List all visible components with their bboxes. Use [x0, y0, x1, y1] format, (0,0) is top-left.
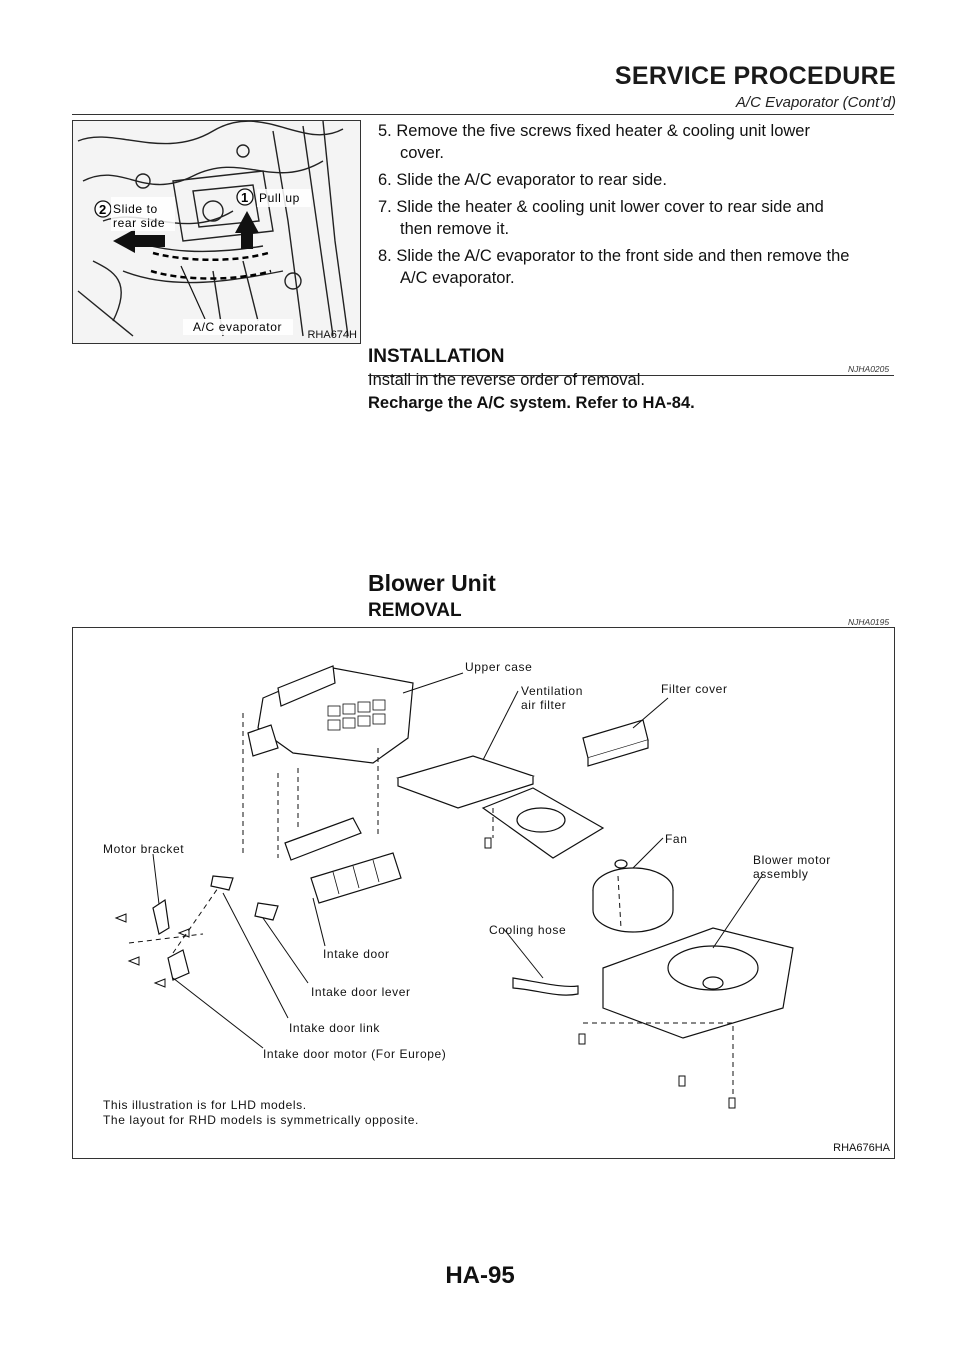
step-text: Slide the heater & cooling unit lower co…: [396, 198, 824, 216]
installation-ref: NJHA0205: [848, 364, 890, 374]
step-text-continued: then remove it.: [400, 220, 510, 238]
intake-door-label: Intake door: [323, 947, 390, 961]
figure-code: RHA674H: [307, 329, 357, 341]
blower-motor-label-1: Blower motor: [753, 853, 831, 867]
callout-1: 1: [241, 190, 248, 205]
blower-exploded-illustration: [114, 665, 794, 1109]
step-text: Remove the five screws fixed heater & co…: [396, 122, 810, 140]
step-number: 5.: [378, 122, 392, 140]
removal-ref: NJHA0195: [848, 617, 890, 627]
installation-divider: [368, 375, 894, 376]
page-section-title: SERVICE PROCEDURE: [614, 62, 896, 90]
step-number: 7.: [378, 198, 392, 216]
step-item: 6. Slide the A/C evaporator to rear side…: [378, 169, 898, 191]
header-divider: [72, 114, 894, 115]
page-number: HA-95: [445, 1262, 515, 1289]
step-item: 7. Slide the heater & cooling unit lower…: [378, 196, 898, 240]
removal-steps-list: 5. Remove the five screws fixed heater &…: [378, 120, 898, 294]
filter-cover-label: Filter cover: [661, 682, 728, 696]
slide-to-label: Slide to: [113, 202, 158, 216]
intake-door-lever-label: Intake door lever: [311, 985, 411, 999]
step-number: 8.: [378, 247, 392, 265]
intake-door-link-label: Intake door link: [289, 1021, 380, 1035]
evaporator-illustration: 1 2 Slide to rear side Pull up A/C evapo…: [73, 121, 360, 343]
evaporator-label: A/C evaporator: [193, 320, 282, 334]
pull-up-label: Pull up: [259, 191, 300, 205]
step-text: Slide the A/C evaporator to rear side.: [396, 171, 667, 189]
fan-label: Fan: [665, 832, 688, 846]
cooling-hose-label: Cooling hose: [489, 923, 567, 937]
blower-unit-exploded-figure: Upper case Ventilation air filter Filter…: [72, 627, 895, 1159]
step-text-continued: cover.: [400, 144, 445, 162]
blower-motor-label-2: assembly: [753, 867, 809, 881]
step-item: 5. Remove the five screws fixed heater &…: [378, 120, 898, 164]
installation-line-1: Install in the reverse order of removal.: [368, 371, 645, 389]
page-section-subtitle: A/C Evaporator (Cont’d): [735, 94, 896, 111]
step-item: 8. Slide the A/C evaporator to the front…: [378, 245, 898, 289]
blower-unit-heading: Blower Unit: [368, 570, 496, 596]
installation-line-2: Recharge the A/C system. Refer to HA-84.: [368, 394, 695, 412]
figure-code: RHA676HA: [833, 1142, 890, 1154]
step-number: 6.: [378, 171, 392, 189]
motor-bracket-label: Motor bracket: [103, 842, 185, 856]
installation-heading: INSTALLATION: [368, 346, 505, 367]
evaporator-removal-figure: 1 2 Slide to rear side Pull up A/C evapo…: [72, 120, 361, 344]
illustration-note-1: This illustration is for LHD models.: [103, 1098, 307, 1112]
upper-case-label: Upper case: [465, 660, 533, 674]
removal-heading: REMOVAL: [368, 600, 462, 621]
callout-2: 2: [99, 202, 106, 217]
step-text-continued: A/C evaporator.: [400, 269, 515, 287]
illustration-note-2: The layout for RHD models is symmetrical…: [103, 1113, 419, 1127]
intake-door-motor-label: Intake door motor (For Europe): [263, 1047, 447, 1061]
step-text: Slide the A/C evaporator to the front si…: [396, 247, 850, 265]
ventilation-filter-label-1: Ventilation: [521, 684, 583, 698]
ventilation-filter-label-2: air filter: [521, 698, 567, 712]
rear-side-label: rear side: [113, 216, 165, 230]
